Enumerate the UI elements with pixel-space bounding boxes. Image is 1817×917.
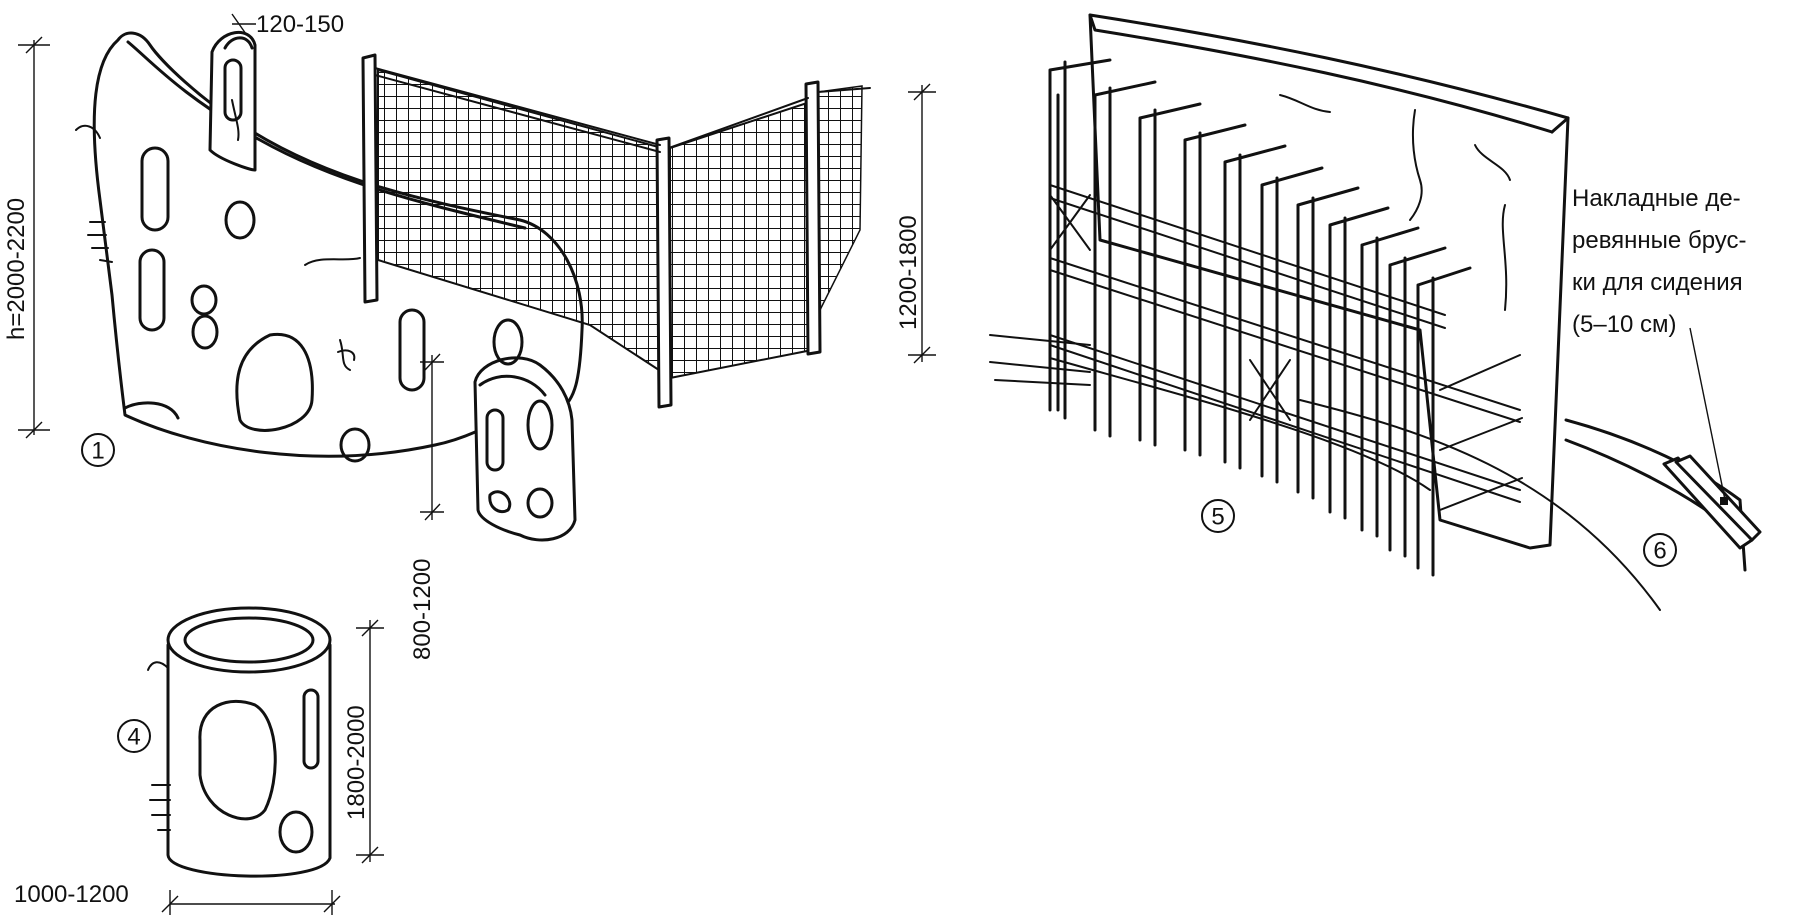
note-line-3: ки для сидения xyxy=(1572,269,1743,296)
curved-bench-element-6 xyxy=(1299,399,1762,611)
horizontal-rails xyxy=(989,184,1521,503)
step-height-dimension: 800-1200 xyxy=(409,353,444,660)
tube-height-label: 1800-2000 xyxy=(343,705,370,820)
svg-text:4: 4 xyxy=(127,724,140,751)
slatted-wall-element-5 xyxy=(989,13,1570,577)
seat-bars-note: Накладные де- ревянные брус- ки для сиде… xyxy=(1572,185,1747,501)
height-total-label: h=2000-2200 xyxy=(3,198,30,340)
marker-4: 4 xyxy=(117,719,151,753)
tube-element-4 xyxy=(147,606,332,878)
note-line-4: (5–10 см) xyxy=(1572,311,1677,338)
marker-1: 1 xyxy=(81,433,115,467)
marker-5: 5 xyxy=(1201,499,1235,533)
svg-text:6: 6 xyxy=(1653,538,1666,565)
tube-diameter-dimension: 1000-1200 xyxy=(14,881,341,915)
height-dimension-left: h=2000-2200 xyxy=(3,36,50,439)
note-line-2: ревянные брус- xyxy=(1572,227,1747,254)
svg-text:1: 1 xyxy=(91,438,104,465)
net-height-dimension: 1200-1800 xyxy=(895,83,936,364)
thickness-dimension: 120-150 xyxy=(231,11,344,38)
marker-6: 6 xyxy=(1643,533,1677,567)
net-height-label: 1200-1800 xyxy=(895,215,922,330)
tube-height-dimension: 1800-2000 xyxy=(343,619,384,864)
curved-wall-element-1 xyxy=(75,30,584,542)
vertical-slats xyxy=(1048,58,1472,577)
note-line-1: Накладные де- xyxy=(1572,185,1741,212)
wall-thickness-label: 120-150 xyxy=(256,11,344,38)
tube-diameter-label: 1000-1200 xyxy=(14,881,129,908)
step-height-label: 800-1200 xyxy=(409,559,436,660)
svg-text:5: 5 xyxy=(1211,504,1224,531)
net-panel xyxy=(361,53,871,409)
